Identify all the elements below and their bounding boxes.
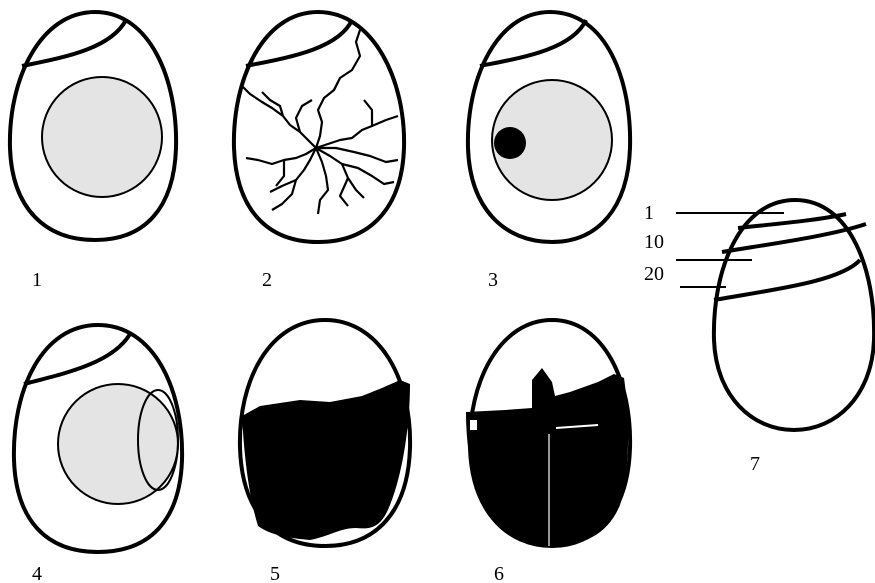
dark-fill-5 [242, 380, 410, 540]
layer-line-3 [714, 260, 860, 300]
egg-panel-5: 5 [240, 320, 410, 583]
dark-fill-6 [466, 368, 628, 546]
panel-number-1: 1 [32, 269, 42, 291]
egg-panel-4: 4 [14, 325, 182, 583]
egg-panel-7: 1 10 20 7 [644, 200, 874, 475]
egg-panel-3: 3 [468, 12, 630, 291]
egg-panel-2: 2 [234, 12, 404, 291]
inner-circle-4 [58, 384, 178, 504]
gap-left [470, 420, 477, 430]
depth-label-20: 20 [644, 263, 664, 285]
panel-number-5: 5 [270, 563, 280, 583]
inner-circle-1 [42, 77, 162, 197]
crack-lines [242, 30, 398, 214]
egg-panel-6: 6 [466, 320, 630, 583]
panel-number-2: 2 [262, 269, 272, 291]
depth-label-1: 1 [644, 202, 654, 224]
egg-outline-7 [714, 200, 874, 430]
dark-spot [494, 127, 526, 159]
panel-number-7: 7 [750, 453, 760, 475]
panel-number-4: 4 [32, 563, 42, 583]
panel-number-3: 3 [488, 269, 498, 291]
egg-panel-1: 1 [10, 12, 176, 291]
panel-number-6: 6 [494, 563, 504, 583]
depth-label-10: 10 [644, 231, 664, 253]
